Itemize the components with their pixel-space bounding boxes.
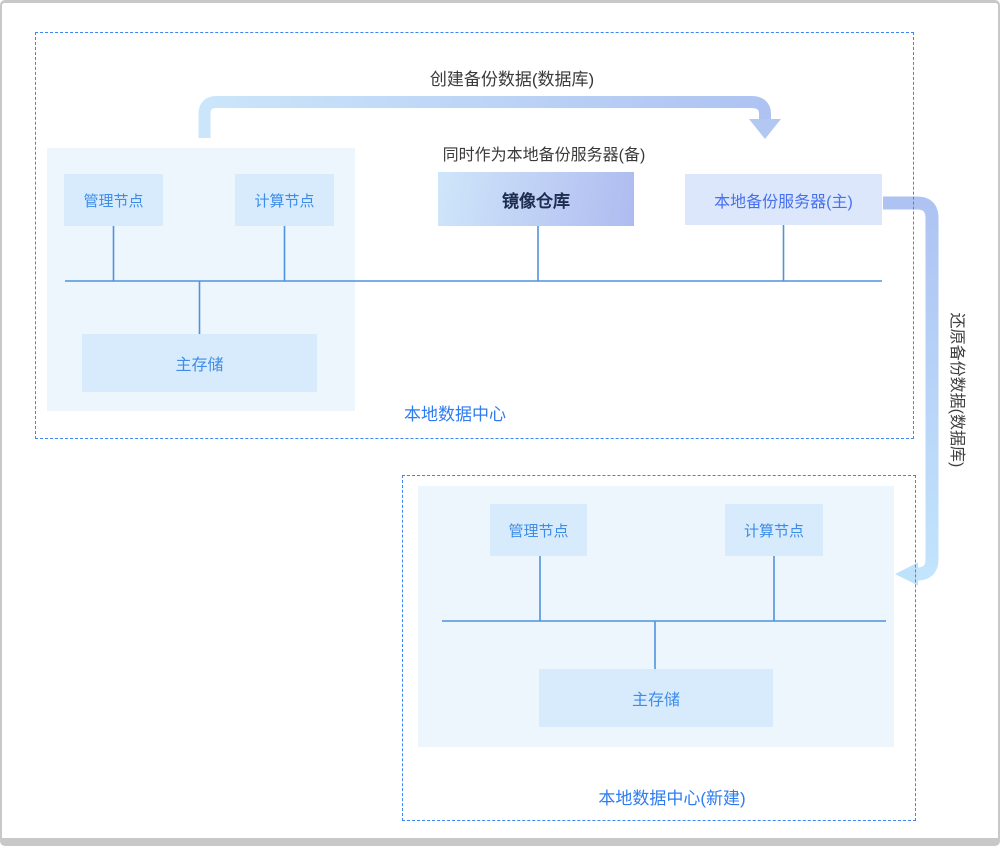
- restore-backup-arrowhead: [895, 562, 918, 586]
- create-backup-arrowhead: [749, 119, 781, 139]
- node-local-backup-server: 本地备份服务器(主): [685, 174, 882, 225]
- standby-note-label: 同时作为本地备份服务器(备): [442, 147, 646, 164]
- new-datacenter-label: 本地数据中心(新建): [598, 789, 746, 808]
- node-mirror-repository: 镜像仓库: [438, 172, 634, 226]
- primary-dc-network-lines: [65, 225, 882, 334]
- node-primary-storage-new: 主存储: [539, 669, 773, 727]
- diagram-lines-layer: [65, 96, 939, 669]
- create-backup-arrow: [198, 96, 781, 139]
- node-compute-new: 计算节点: [725, 504, 823, 556]
- node-management-new: 管理节点: [490, 504, 587, 556]
- new-dc-network-lines: [442, 556, 886, 669]
- restore-backup-arrow: [883, 196, 939, 586]
- node-compute-primary: 计算节点: [235, 174, 334, 226]
- restore-backup-flow-label: 还原备份数据(数据库): [948, 312, 965, 468]
- create-backup-flow-label: 创建备份数据(数据库): [429, 70, 595, 89]
- primary-datacenter-label: 本地数据中心: [404, 405, 506, 424]
- node-primary-storage-primary: 主存储: [82, 334, 317, 392]
- node-management-primary: 管理节点: [64, 174, 163, 226]
